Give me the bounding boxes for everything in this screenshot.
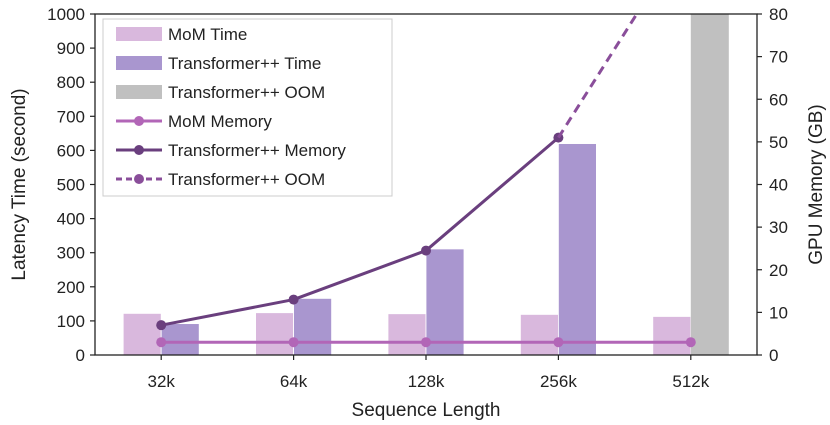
legend-swatch-transformer-time: [116, 56, 162, 70]
point-transformer-memory-128k: [421, 245, 431, 256]
bar-transformer-time-64k: [293, 297, 333, 356]
y-axis-right-title: GPU Memory (GB): [806, 104, 827, 264]
bar-transformer-time-128k: [425, 248, 465, 356]
y-right-tick-label: 70: [769, 48, 788, 67]
y-left-tick-label: 300: [57, 244, 85, 263]
bar-transformer-oom-512k: [690, 14, 729, 355]
y-left-tick-label: 800: [57, 73, 85, 92]
point-mom-memory-32k: [156, 337, 167, 348]
y-right-tick-label: 40: [769, 176, 788, 195]
y-right-tick-label: 80: [769, 5, 788, 24]
x-tick-label: 32k: [147, 372, 175, 391]
y-right-tick-label: 0: [769, 346, 778, 365]
legend-label-transformer-oom: Transformer++ OOM: [168, 83, 325, 102]
legend-label-transformer-oom: Transformer++ OOM: [168, 170, 325, 189]
bar-transformer-time-32k: [160, 323, 200, 356]
bar-mom-time-256k: [520, 314, 559, 356]
legend-label-mom-time: MoM Time: [168, 25, 247, 44]
point-mom-memory-512k: [685, 337, 696, 348]
x-tick-label: 256k: [540, 372, 577, 391]
y-left-tick-label: 1000: [47, 5, 85, 24]
y-left-tick-label: 0: [76, 346, 85, 365]
bar-mom-time-128k: [387, 313, 427, 356]
y-right-tick-label: 60: [769, 90, 788, 109]
point-transformer-memory-64k: [288, 294, 299, 305]
y-left-tick-label: 600: [57, 141, 85, 160]
legend-label-mom-memory: MoM Memory: [168, 112, 272, 131]
legend-box: [102, 18, 393, 197]
y-right-tick-label: 20: [769, 261, 788, 280]
x-axis-title: Sequence Length: [352, 400, 501, 421]
y-right-tick-label: 10: [769, 303, 788, 322]
legend-marker-transformer-oom: [134, 174, 144, 184]
legend-swatch-mom-time: [116, 27, 162, 41]
y-left-tick-label: 100: [57, 312, 85, 331]
legend-marker-mom-memory: [134, 116, 144, 126]
point-mom-memory-64k: [288, 337, 299, 348]
bar-mom-time-64k: [255, 312, 295, 356]
legend-label-transformer-memory: Transformer++ Memory: [168, 141, 346, 160]
line-transformer-memory: [160, 136, 560, 327]
bars-layer: [122, 14, 729, 356]
legend-swatch-transformer-oom: [116, 85, 162, 99]
x-tick-label: 512k: [672, 372, 709, 391]
line-transformer-oom: [557, 14, 639, 139]
y-left-tick-label: 500: [57, 176, 85, 195]
ticks-layer: 0 100 200 300 400 500 600 700 800 900 1000 0 10 20 30 4…: [47, 5, 788, 391]
legend-label-transformer-time: Transformer++ Time: [168, 54, 321, 73]
x-tick-label: 128k: [408, 372, 445, 391]
y-left-tick-label: 200: [57, 278, 85, 297]
y-axis-left-title: Latency Time (second): [9, 88, 30, 280]
y-left-tick-label: 700: [57, 107, 85, 126]
y-right-tick-label: 50: [769, 133, 788, 152]
x-tick-label: 64k: [280, 372, 308, 391]
y-left-tick-label: 900: [57, 39, 85, 58]
y-right-tick-label: 30: [769, 218, 788, 237]
lines-layer: [156, 14, 696, 348]
point-mom-memory-256k: [553, 337, 564, 348]
bar-mom-time-32k: [122, 312, 162, 356]
bar-mom-time-512k: [652, 316, 692, 356]
y-left-tick-label: 400: [57, 210, 85, 229]
legend-marker-transformer-memory: [134, 145, 144, 155]
bar-transformer-time-256k: [558, 143, 597, 356]
point-transformer-memory-32k: [156, 320, 167, 331]
point-mom-memory-128k: [421, 337, 431, 348]
